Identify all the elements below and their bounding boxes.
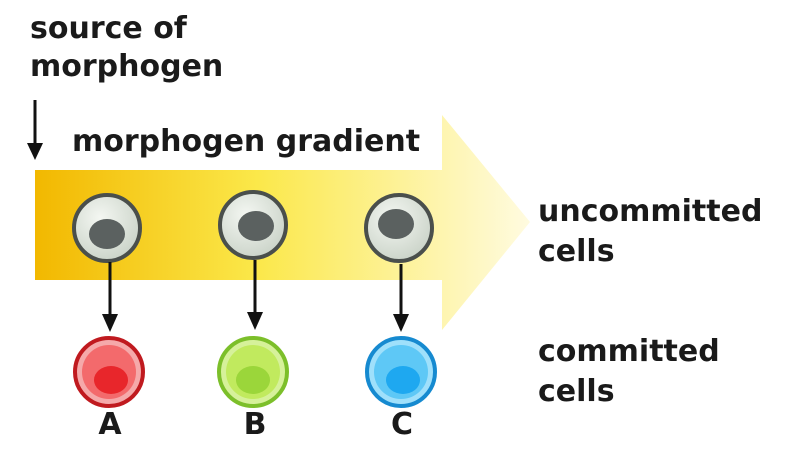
- commitment-arrow-c: [393, 264, 409, 332]
- committed-cell-a: [73, 336, 145, 408]
- cell-letter-b: B: [243, 407, 267, 442]
- cell-letter-a: A: [98, 407, 122, 442]
- committed-cell-c: [365, 336, 437, 408]
- committed-cells-label: committed cells: [538, 332, 720, 412]
- commitment-arrow-b: [247, 260, 263, 330]
- source-label-line-2: morphogen: [30, 49, 224, 84]
- cell-letter-c: C: [390, 407, 414, 442]
- uncommitted-cell-2: [218, 190, 288, 260]
- source-arrow: [27, 100, 43, 160]
- morphogen-gradient-label: morphogen gradient: [72, 124, 421, 159]
- source-label-line-1: source of: [30, 11, 187, 46]
- uncommitted-label-line-2: cells: [538, 234, 615, 269]
- commitment-arrow-a: [102, 262, 118, 332]
- uncommitted-label-line-1: uncommitted: [538, 194, 763, 229]
- committed-cell-b: [217, 336, 289, 408]
- uncommitted-cells-label: uncommitted cells: [538, 192, 762, 272]
- committed-label-line-2: cells: [538, 374, 615, 409]
- committed-label-line-1: committed: [538, 334, 720, 369]
- uncommitted-cell-3: [364, 193, 434, 263]
- source-of-morphogen-label: source of morphogen: [30, 10, 223, 86]
- uncommitted-cell-1: [72, 193, 142, 263]
